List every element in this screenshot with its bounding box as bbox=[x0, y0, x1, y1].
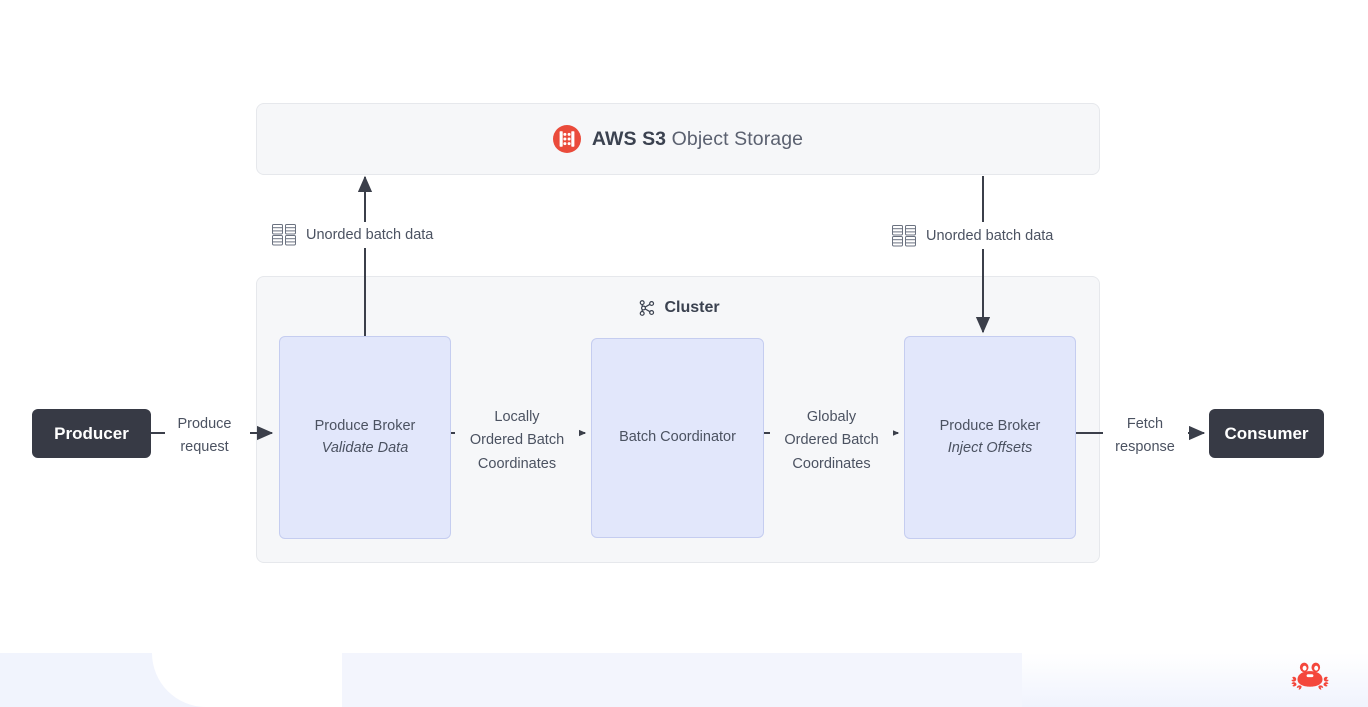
node-title: Batch Coordinator bbox=[619, 429, 736, 446]
node-batch-coordinator[interactable]: Batch Coordinator bbox=[591, 338, 764, 538]
endpoint-label: Producer bbox=[54, 423, 129, 443]
edge-label-locally-ordered-batch-coordinates: Locally Ordered Batch Coordinates bbox=[455, 406, 579, 477]
cluster-header: Cluster bbox=[257, 299, 1101, 317]
crab-logo bbox=[1288, 655, 1332, 699]
batch-label-left: Unorded batch data bbox=[269, 222, 437, 248]
aws-s3-title-strong: AWS S3 bbox=[591, 127, 667, 150]
aws-s3-title-light: Object Storage bbox=[666, 127, 804, 150]
database-grid-icon bbox=[272, 224, 298, 246]
node-title: Produce Broker bbox=[939, 417, 1041, 434]
edge-label-fetch-response: Fetch response bbox=[1106, 413, 1184, 460]
cluster-label: Cluster bbox=[664, 299, 720, 316]
batch-label-text: Unorded batch data bbox=[306, 227, 434, 243]
aws-s3-storage-panel: AWS S3 Object Storage bbox=[256, 103, 1100, 175]
node-produce-broker-validate[interactable]: Produce Broker Validate Data bbox=[279, 336, 451, 539]
edge-label-globaly-ordered-batch-coordinates: Globaly Ordered Batch Coordinates bbox=[770, 406, 893, 477]
endpoint-consumer[interactable]: Consumer bbox=[1209, 409, 1324, 458]
band-shape-left-curve bbox=[152, 653, 342, 707]
batch-label-right: Unorded batch data bbox=[889, 223, 1057, 249]
node-produce-broker-inject[interactable]: Produce Broker Inject Offsets bbox=[904, 336, 1076, 539]
network-nodes-icon bbox=[638, 299, 656, 317]
endpoint-producer[interactable]: Producer bbox=[32, 409, 151, 458]
aws-s3-title: AWS S3 Object Storage bbox=[592, 128, 803, 151]
node-subtitle: Inject Offsets bbox=[947, 439, 1033, 456]
endpoint-label: Consumer bbox=[1224, 423, 1309, 443]
bottom-decorative-band bbox=[0, 653, 1368, 707]
band-shape-center bbox=[342, 653, 1022, 707]
node-title: Produce Broker bbox=[314, 417, 416, 434]
batch-label-text: Unorded batch data bbox=[926, 228, 1054, 244]
database-grid-icon bbox=[892, 225, 918, 247]
aws-s3-icon bbox=[552, 125, 581, 153]
node-subtitle: Validate Data bbox=[321, 439, 409, 456]
edge-label-produce-request: Produce request bbox=[165, 413, 244, 460]
